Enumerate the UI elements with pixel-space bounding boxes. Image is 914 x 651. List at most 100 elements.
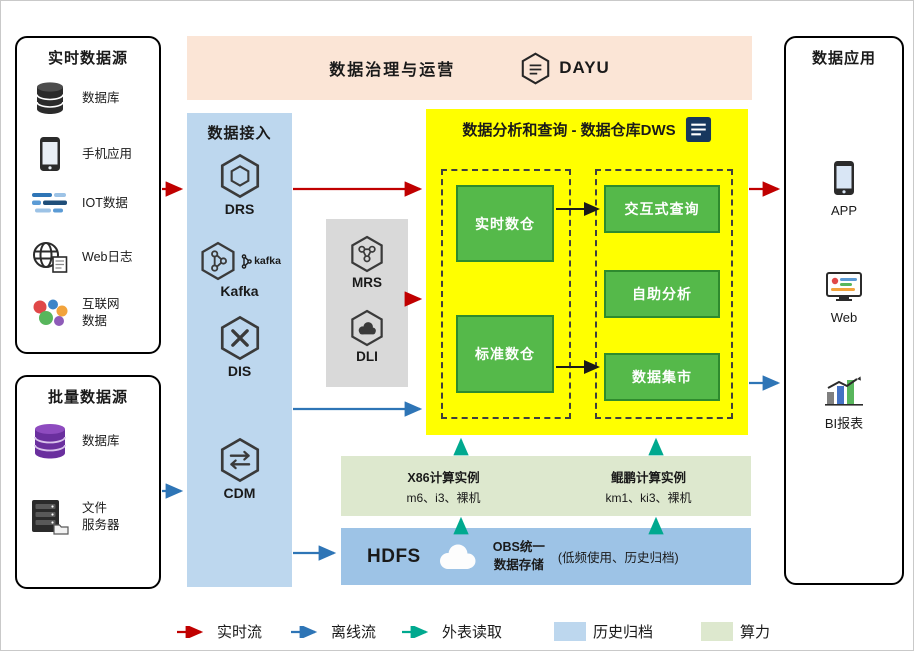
service-cdm: CDM [187,437,292,501]
legend-label: 算力 [740,624,771,641]
cdm-hexagon-icon [220,437,259,483]
dayu-hexagon-icon [521,52,550,84]
source-item-label: IOT数据 [82,195,128,210]
compute-box: X86计算实例 m6、i3、裸机 鲲鹏计算实例 km1、ki3、裸机 [341,456,751,516]
legend-label: 外表读取 [442,624,503,641]
phone-icon [27,136,73,172]
legend-external-read: 外表读取 [401,621,502,642]
source-item-label: 数据库 [82,90,120,105]
legend: 实时流 离线流 外表读取 历史归档 算力 [1,613,913,650]
dws-title-row: 数据分析和查询 - 数据仓库DWS [426,116,748,143]
interactive-query-box: 交互式查询 [604,185,720,233]
kafka-logo-icon [241,253,252,269]
middleware-box: MRS DLI [326,219,408,387]
storage-note: (低频使用、历史归档) [557,551,679,565]
service-label: CDM [223,485,256,501]
app-phone-icon [834,161,854,195]
banner-title: 数据治理与运营 [329,62,456,79]
source-item-label: 数据库 [82,433,120,448]
internet-data-icon [27,298,73,328]
mrs-hexagon-icon [351,235,383,273]
legend-history-archive: 历史归档 [554,621,653,642]
data-access-column: 数据接入 DRS [187,113,292,587]
kafka-badge-text: kafka [254,255,281,267]
source-item-database-batch: 数据库 [27,421,155,461]
source-item-file-server: 文件 服务器 [27,499,155,535]
database-purple-icon [27,421,73,461]
bi-chart-icon [825,376,863,406]
kafka-badge: kafka [241,253,281,269]
legend-label: 历史归档 [593,624,654,641]
blue-arrow-icon [291,625,318,638]
service-label: DLI [356,349,378,364]
source-item-label: 手机应用 [82,146,133,161]
application-label: BI报表 [824,416,864,431]
hdfs-label: HDFS [367,545,421,567]
applications-panel: 数据应用 APP Web [784,36,904,585]
legend-realtime-flow: 实时流 [176,621,262,642]
application-item-app: APP [786,160,902,218]
source-item-label: 文件 服务器 [82,501,120,532]
x86-subtitle: m6、i3、裸机 [406,490,481,505]
service-mrs: MRS [326,235,408,290]
standard-warehouse-box: 标准数仓 [456,315,554,393]
dws-warehouse-icon [685,116,711,143]
storage-box: HDFS OBS统一 数据存储 (低频使用、历史归档) [341,528,751,585]
teal-arrow-icon [402,625,429,638]
service-label: Kafka [220,283,259,299]
x86-title: X86计算实例 [407,470,480,485]
database-icon [27,80,73,116]
archive-swatch [554,622,586,641]
service-label: DIS [227,363,252,379]
batch-sources-panel: 批量数据源 数据库 [15,375,161,589]
dayu-logo-text: DAYU [559,58,610,77]
iot-icon [27,190,73,216]
kunpeng-compute-section: 鲲鹏计算实例 km1、ki3、裸机 [546,467,751,506]
compute-swatch [701,622,733,641]
application-item-bi: BI报表 [786,374,902,432]
x86-compute-section: X86计算实例 m6、i3、裸机 [341,467,546,506]
application-label: APP [830,203,857,218]
service-kafka: kafka Kafka [187,241,292,299]
dli-hexagon-icon [351,309,383,347]
data-access-title: 数据接入 [207,125,272,142]
kafka-hexagon-icon [201,241,235,281]
source-item-iot: IOT数据 [27,190,155,216]
drs-hexagon-icon [220,153,259,199]
legend-offline-flow: 离线流 [290,621,376,642]
application-label: Web [830,310,858,325]
governance-banner: 数据治理与运营 DAYU [187,36,752,100]
dws-panel: 数据分析和查询 - 数据仓库DWS 实时数仓 标准数仓 交互式查询 自助分析 数… [426,109,748,435]
red-arrow-icon [177,625,204,638]
dws-title: 数据分析和查询 - 数据仓库DWS [462,122,676,139]
applications-title: 数据应用 [811,50,876,67]
realtime-warehouse-box: 实时数仓 [456,185,554,262]
service-dli: DLI [326,309,408,364]
source-item-web-log: Web日志 [27,241,155,273]
source-item-mobile-app: 手机应用 [27,136,155,172]
batch-sources-title: 批量数据源 [47,389,128,406]
service-dis: DIS [187,315,292,379]
data-mart-box: 数据集市 [604,353,720,401]
legend-label: 离线流 [331,624,377,641]
dws-warehouse-group [441,169,571,419]
globe-log-icon [27,241,73,273]
dis-hexagon-icon [220,315,259,361]
source-item-label: Web日志 [82,249,133,264]
legend-compute-power: 算力 [701,621,770,642]
obs-cloud-icon [439,544,476,569]
web-browser-icon [826,272,862,301]
source-item-label: 互联网 数据 [82,297,120,328]
self-service-analysis-box: 自助分析 [604,270,720,318]
dayu-logo: DAYU [519,52,610,85]
obs-label: OBS统一 数据存储 [492,540,545,572]
legend-label: 实时流 [217,624,263,641]
file-server-icon [27,499,73,535]
service-drs: DRS [187,153,292,217]
application-item-web: Web [786,271,902,325]
service-label: DRS [224,201,255,217]
service-label: MRS [352,275,382,290]
kunpeng-title: 鲲鹏计算实例 [610,470,686,485]
kunpeng-subtitle: km1、ki3、裸机 [605,490,692,505]
